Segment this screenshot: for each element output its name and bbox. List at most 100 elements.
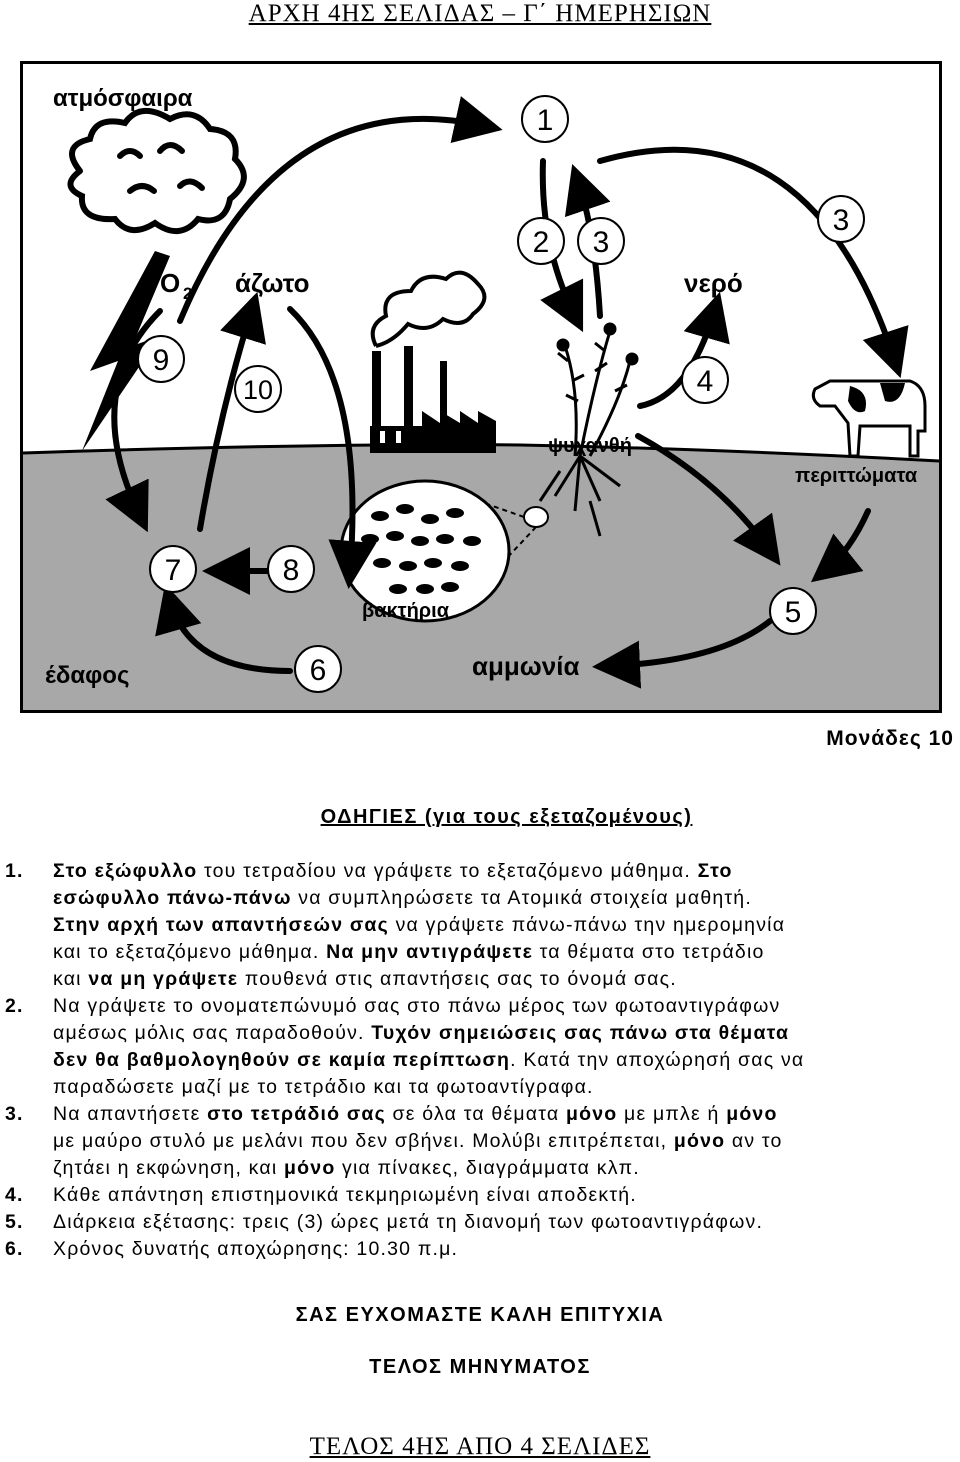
instruction-text: Τυχόν σημειώσεις σας πάνω στα θέματα (371, 1022, 790, 1044)
circle-10 (234, 365, 282, 413)
instruction-text: και το εξεταζόμενο μάθημα. (53, 941, 327, 963)
instruction-text: Να απαντήσετε (53, 1103, 208, 1125)
root-nodule (523, 506, 549, 528)
instruction-text: παραδώσετε μαζί με το τετράδιο και τα φω… (53, 1076, 594, 1098)
num-1: 1 (537, 104, 554, 137)
num-3b: 3 (833, 204, 850, 237)
nitrogen-cycle-diagram: 1 2 3 3 4 5 6 7 8 9 10 ατμόσφαιρα O 2 άζ… (20, 61, 942, 713)
arrow-3-right (597, 146, 909, 379)
instruction-line: δεν θα βαθμολογηθούν σε καμία περίπτωση.… (53, 1047, 958, 1074)
instruction-line: εσώφυλλο πάνω-πάνω να συμπληρώσετε τα Ατ… (53, 885, 958, 912)
circle-7 (149, 545, 197, 593)
instruction-line: Στην αρχή των απαντήσεών σας να γράψετε … (53, 912, 958, 939)
instruction-text: Να γράψετε το ονοματεπώνυμό σας στο πάνω… (53, 995, 781, 1017)
page-footer: ΤΕΛΟΣ 4ΗΣ ΑΠΟ 4 ΣΕΛΙΔΕΣ (309, 1433, 651, 1460)
cloud-icon (67, 108, 247, 234)
instruction-item: 6. Χρόνος δυνατής αποχώρησης: 10.30 π.μ. (5, 1236, 958, 1263)
label-plant: ψυχανθή (548, 435, 632, 457)
label-soil: έδαφος (45, 662, 129, 689)
num-4: 4 (697, 365, 714, 398)
instruction-text: Στο (697, 860, 733, 882)
instruction-text: με μαύρο στυλό με μελάνι που δεν σβήνει.… (53, 1130, 674, 1152)
instruction-line: Κάθε απάντηση επιστημονικά τεκμηριωμένη … (53, 1182, 958, 1209)
instruction-text: να συμπληρώσετε τα Ατομικά στοιχεία μαθη… (291, 887, 752, 909)
marks-label: Μονάδες 10 (826, 727, 954, 750)
label-ammonia: αμμωνία (472, 651, 579, 681)
instruction-item: 2. Να γράψετε το ονοματεπώνυμό σας στο πά… (5, 993, 958, 1101)
arrow-to-1-left (177, 96, 503, 324)
instruction-text: Στο εξώφυλλο (53, 860, 198, 882)
instruction-text: στο τετράδιό σας (207, 1103, 386, 1125)
number-circles (137, 95, 865, 693)
num-6: 6 (310, 654, 327, 687)
instruction-text: Να μην αντιγράψετε (326, 941, 534, 963)
instruction-number: 1. (5, 860, 24, 882)
num-2: 2 (533, 226, 550, 259)
num-3a: 3 (593, 226, 610, 259)
instruction-number: 2. (5, 995, 24, 1017)
instruction-line: αμέσως μόλις σας παραδοθούν. Τυχόν σημει… (53, 1020, 958, 1047)
bacteria-cells (361, 504, 481, 594)
instruction-number: 3. (5, 1103, 24, 1125)
arrow-excreta-5 (810, 508, 871, 583)
circle-8 (267, 545, 315, 593)
num-7: 7 (165, 554, 182, 587)
arrow-to-5 (635, 433, 781, 566)
instruction-text: για πίνακες, διαγράμματα κλπ. (335, 1157, 640, 1179)
instruction-text: μόνο (726, 1103, 778, 1125)
instruction-text: με μπλε ή (617, 1103, 727, 1125)
circle-3b (817, 195, 865, 243)
instruction-line: με μαύρο στυλό με μελάνι που δεν σβήνει.… (53, 1128, 958, 1155)
wishes-line: ΣΑΣ ΕΥΧΟΜΑΣΤΕ ΚΑΛΗ ΕΠΙΤΥΧΙΑ (295, 1304, 665, 1326)
instruction-text: Κάθε απάντηση επιστημονικά τεκμηριωμένη … (53, 1184, 637, 1206)
instruction-text: μόνο (673, 1130, 726, 1152)
instruction-text: σε όλα τα θέματα (385, 1103, 566, 1125)
label-atmosphere: ατμόσφαιρα (53, 85, 193, 112)
circle-2 (517, 217, 565, 265)
label-excreta: περιττώματα (795, 465, 918, 487)
instruction-line: παραδώσετε μαζί με το τετράδιο και τα φω… (53, 1074, 958, 1101)
factory-icon (370, 346, 496, 453)
lightning-icon (82, 251, 170, 451)
label-o2-sub: 2 (183, 284, 192, 303)
instruction-text: πουθενά στις απαντήσεις σας το όνομά σας… (238, 968, 677, 990)
instruction-text: τα θέματα στο τετράδιο (533, 941, 765, 963)
instruction-line: Διάρκεια εξέτασης: τρεις (3) ώρες μετά τ… (53, 1209, 958, 1236)
instruction-text: δεν θα βαθμολογηθούν σε καμία περίπτωση (53, 1049, 511, 1071)
instruction-text: μόνο (566, 1103, 618, 1125)
instruction-text: ζητάει η εκφώνηση, και (53, 1157, 285, 1179)
num-10: 10 (243, 375, 273, 405)
instruction-number: 5. (5, 1211, 24, 1233)
plant-icon (538, 322, 639, 537)
instruction-text: αν το (725, 1130, 783, 1152)
instruction-text: μόνο (284, 1157, 336, 1179)
instruction-text: και (53, 968, 89, 990)
instruction-line: Να απαντήσετε στο τετράδιό σας σε όλα τα… (53, 1101, 958, 1128)
circle-1 (521, 95, 569, 143)
num-8: 8 (283, 554, 300, 587)
instruction-number: 6. (5, 1238, 24, 1260)
instruction-item: 3. Να απαντήσετε στο τετράδιό σας σε όλα … (5, 1101, 958, 1182)
instruction-line: και το εξεταζόμενο μάθημα. Να μην αντιγρ… (53, 939, 958, 966)
instruction-item: 1. Στο εξώφυλλο του τετραδίου να γράψετε … (5, 858, 958, 993)
instruction-text: του τετραδίου να γράψετε το εξεταζόμενο … (197, 860, 698, 882)
instruction-line: και να μη γράψετε πουθενά στις απαντήσει… (53, 966, 958, 993)
smoke-icon (370, 270, 487, 348)
circle-9 (137, 335, 185, 383)
instruction-text: Χρόνος δυνατής αποχώρησης: 10.30 π.μ. (53, 1238, 459, 1260)
arrow-10 (197, 291, 266, 532)
arrow-9 (105, 308, 163, 533)
instruction-number: 4. (5, 1184, 24, 1206)
instruction-text: να μη γράψετε (88, 968, 239, 990)
instruction-line: Χρόνος δυνατής αποχώρησης: 10.30 π.μ. (53, 1236, 958, 1263)
instruction-line: Στο εξώφυλλο του τετραδίου να γράψετε το… (53, 858, 958, 885)
instruction-text: Στην αρχή των απαντήσεών σας (53, 914, 389, 936)
label-bacteria: βακτήρια (362, 600, 450, 622)
instruction-text: . Κατά την αποχώρησή σας να (510, 1049, 805, 1071)
label-water: νερό (684, 268, 743, 298)
instructions-list: 1. Στο εξώφυλλο του τετραδίου να γράψετε … (5, 858, 958, 1263)
page-header: ΑΡΧΗ 4ΗΣ ΣΕΛΙΔΑΣ – Γ΄ ΗΜΕΡΗΣΙΩΝ (248, 0, 712, 27)
instruction-text: εσώφυλλο πάνω-πάνω (53, 887, 292, 909)
cow-icon (811, 379, 927, 458)
instruction-item: 4. Κάθε απάντηση επιστημονικά τεκμηριωμέν… (5, 1182, 958, 1209)
